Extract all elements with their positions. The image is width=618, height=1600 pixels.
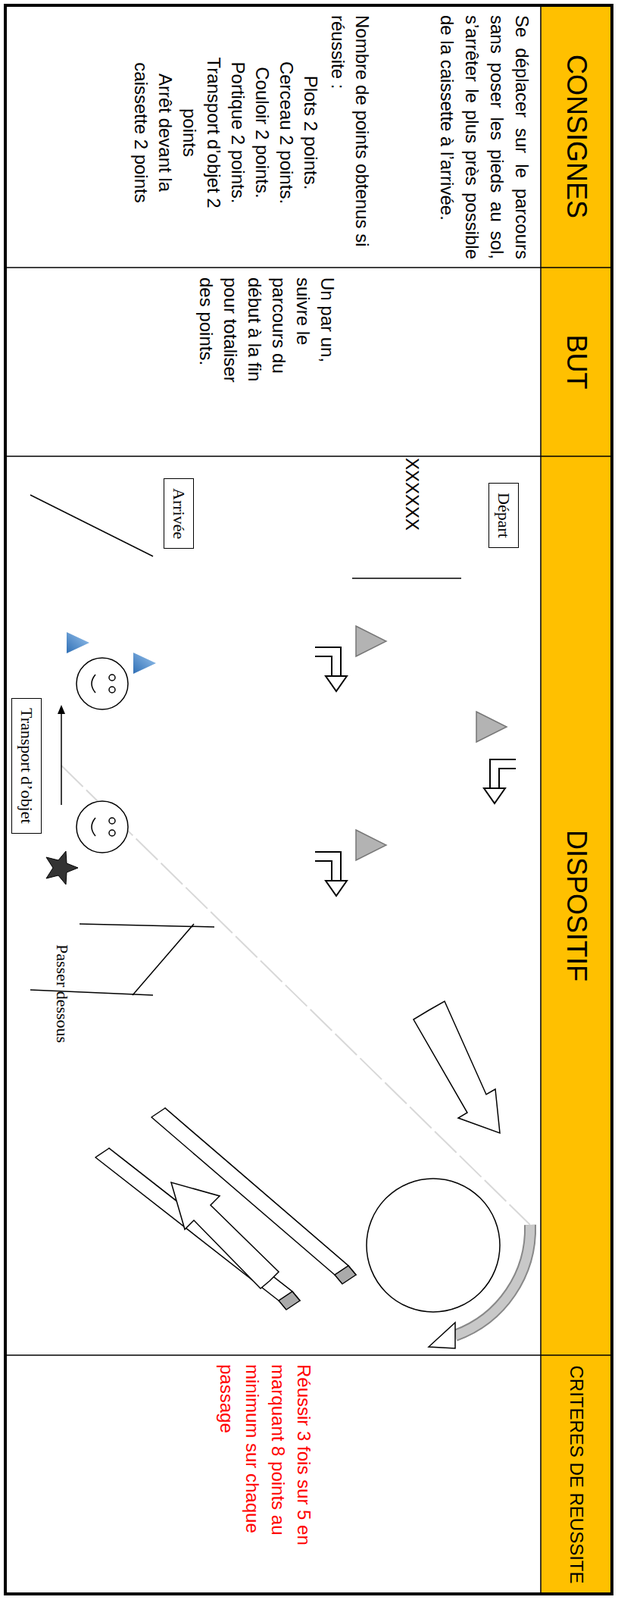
labelled-box: Départ	[488, 482, 519, 548]
column-header: BUT	[540, 267, 612, 456]
points-item: Couloir 2 points.	[249, 45, 275, 220]
column-header: CRITERES DE REUSSITE	[540, 1354, 612, 1593]
points-heading: Nombre de points obtenus si réussite :	[325, 15, 375, 260]
points-item: Transport d’objet 2 points	[177, 45, 226, 220]
box-text: Départ	[494, 492, 514, 538]
box-text: Transport d’objet	[17, 707, 37, 824]
points-item: Plots 2 points.	[298, 45, 323, 220]
instruction-text: Se déplacer sur le parcours sans poser l…	[434, 15, 535, 260]
column-header: DISPOSITIF	[540, 455, 612, 1355]
success-criteria: Réussir 3 fois sur 5 en marquant 8 point…	[213, 1363, 317, 1583]
column-header: CONSIGNES	[540, 5, 612, 268]
box-text: Arrivée	[169, 487, 189, 539]
points-item: Arrêt devant la caissette 2 points	[128, 45, 178, 220]
points-item: Cerceau 2 points.	[274, 45, 299, 220]
points-item: Portique 2 points.	[225, 45, 250, 220]
goal-text: Un par un, suivre le parcours du début à…	[193, 277, 340, 414]
labelled-box: Arrivée	[163, 477, 194, 549]
labelled-box: Transport d’objet	[11, 697, 42, 834]
points-list: Plots 2 points.Cerceau 2 points.Couloir …	[128, 45, 323, 220]
start-mark: XXXXXX	[401, 457, 423, 531]
obstacle-note: Passer dessous	[51, 943, 73, 1043]
